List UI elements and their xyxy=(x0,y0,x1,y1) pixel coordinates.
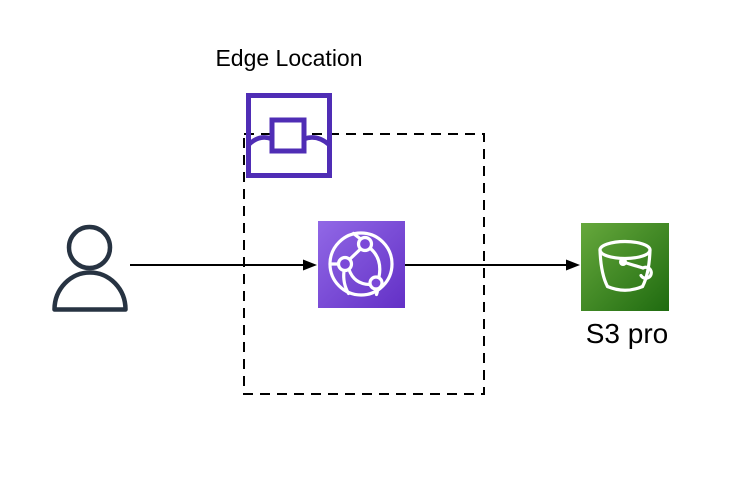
arrow-cloudfront-to-s3 xyxy=(405,259,580,271)
arrowhead-icon xyxy=(303,259,317,271)
cloudfront-globe-glyph xyxy=(328,231,394,297)
edge-location-icon xyxy=(246,93,332,178)
arrowhead-icon xyxy=(566,259,580,271)
edge-location-label: Edge Location xyxy=(215,45,363,71)
s3-bucket-icon xyxy=(581,223,669,311)
person-icon xyxy=(52,224,128,312)
s3-bucket-glyph xyxy=(598,239,653,292)
cloudfront-icon xyxy=(318,221,405,308)
s3-bucket-label: S3 pro xyxy=(585,318,669,349)
arrow-user-to-cloudfront xyxy=(130,259,317,271)
